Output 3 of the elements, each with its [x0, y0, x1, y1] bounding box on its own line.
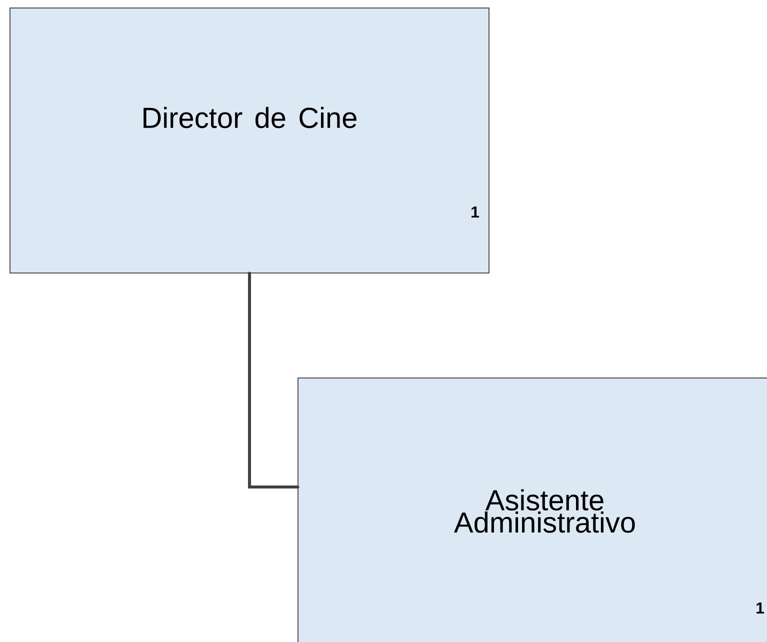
- connector-line: [248, 272, 300, 488]
- org-box: Director de Cine 1: [10, 8, 490, 274]
- org-box: Asistente Administrativo 1: [298, 378, 767, 642]
